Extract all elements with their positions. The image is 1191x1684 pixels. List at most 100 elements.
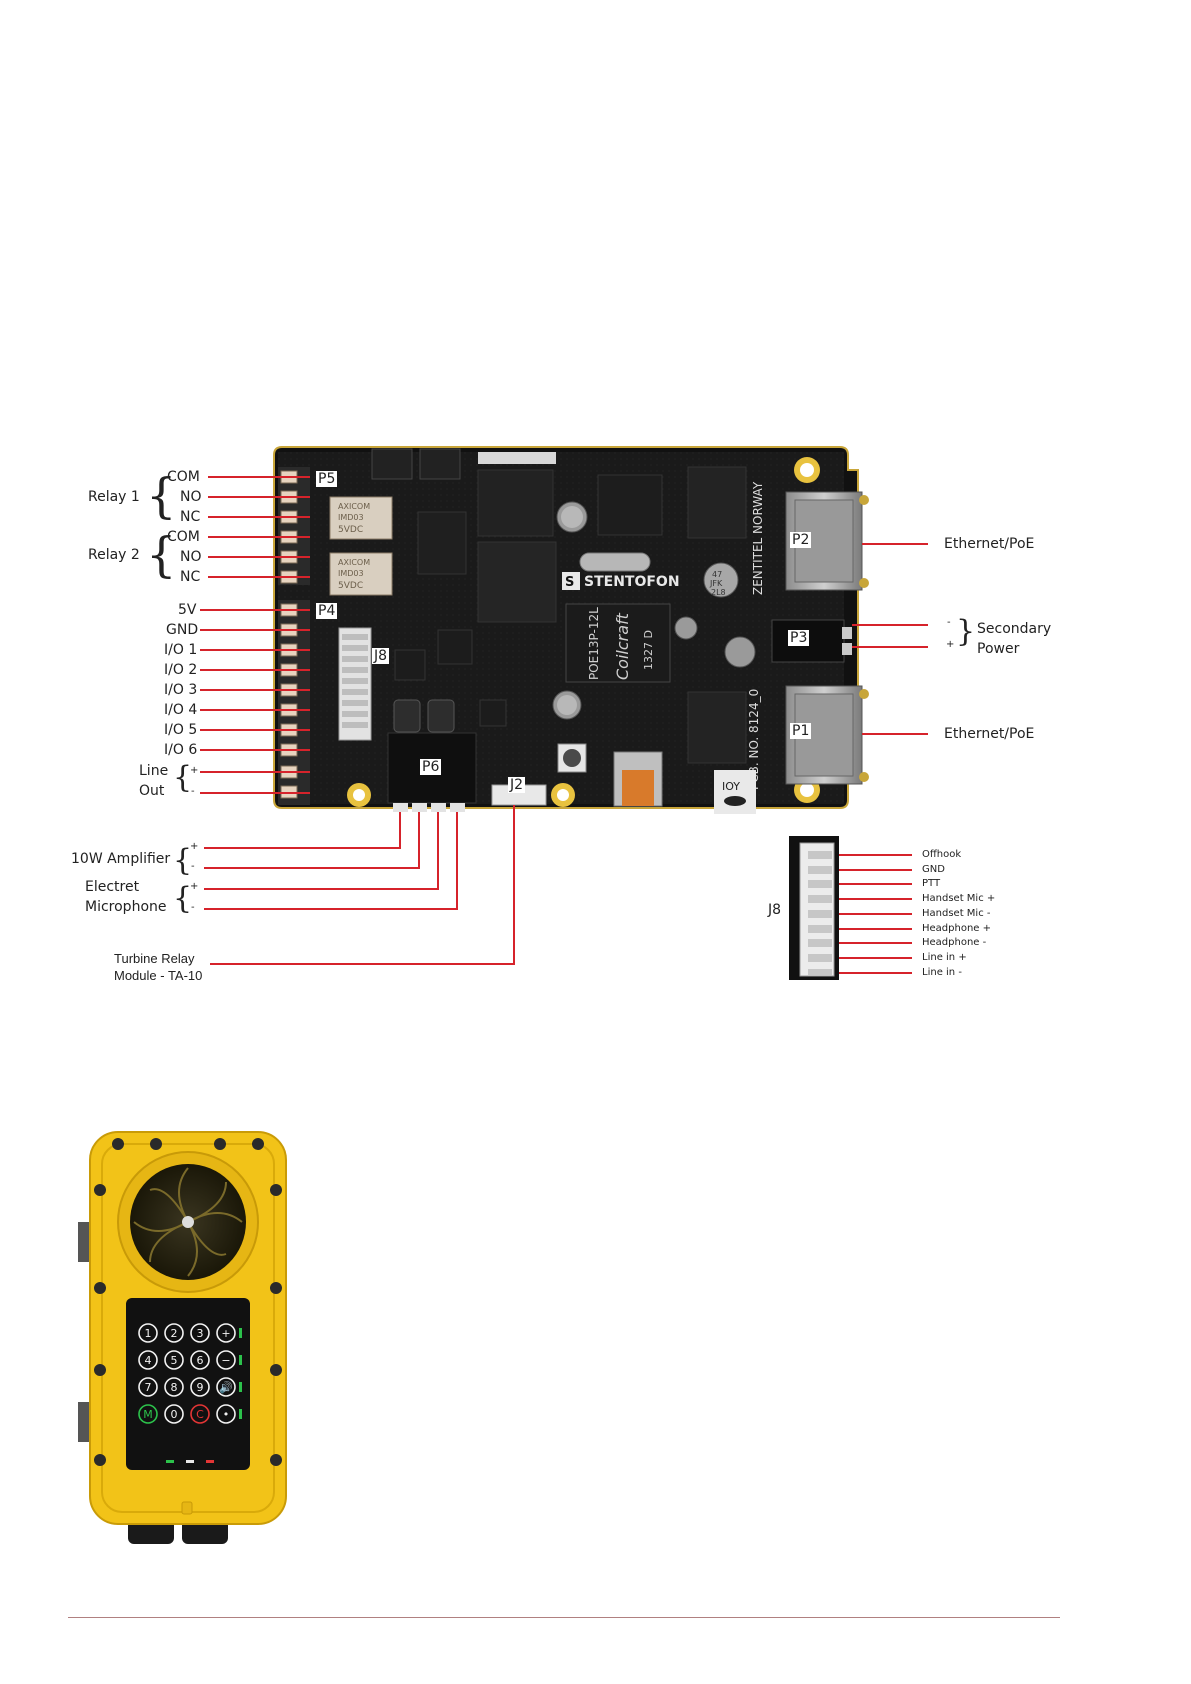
- pin-io5: I/O 5: [164, 722, 198, 738]
- svg-text:5VDC: 5VDC: [338, 525, 363, 535]
- keypad-key: [216, 1377, 236, 1397]
- keypad-key: [216, 1350, 236, 1370]
- connector-j8-board: J8: [372, 648, 390, 664]
- secondary-plus: +: [946, 639, 955, 650]
- secondary-minus: -: [947, 617, 951, 628]
- keypad-key-label: M: [143, 1408, 153, 1421]
- key-led-indicator: [239, 1355, 242, 1365]
- keypad-key-label: 6: [197, 1354, 204, 1367]
- keypad-key-label: 2: [171, 1327, 178, 1340]
- j8-pin-handset-mic-plus: Handset Mic +: [922, 893, 996, 904]
- svg-text:ZENTITEL NORWAY: ZENTITEL NORWAY: [751, 481, 765, 595]
- svg-text:5VDC: 5VDC: [338, 581, 363, 591]
- coilcraft-transformer: POE13P-12L Coilcraft 1327 D: [565, 603, 671, 683]
- keypad-key: [138, 1404, 158, 1424]
- j8-pin-headphone-minus: Headphone -: [922, 937, 987, 948]
- keypad-key: [190, 1323, 210, 1343]
- relay-2-nc: NC: [180, 569, 201, 585]
- ethernet-poe-bottom: Ethernet/PoE: [944, 726, 1035, 742]
- pin-io6: I/O 6: [164, 742, 198, 758]
- keypad-key-label: 0: [171, 1408, 178, 1421]
- svg-text:POE13P-12L: POE13P-12L: [587, 607, 601, 680]
- keypad-key: [164, 1404, 184, 1424]
- connector-p5: P5: [316, 471, 338, 487]
- secondary-power-label-2: Power: [977, 641, 1020, 657]
- relay-1-brace: {: [146, 468, 177, 524]
- keypad-key: [138, 1350, 158, 1370]
- j8-pin-ptt: PTT: [922, 878, 941, 889]
- amplifier-plus: +: [190, 841, 199, 852]
- turbine-label-1: Turbine Relay: [114, 951, 195, 966]
- relay-2-com: COM: [167, 529, 200, 545]
- svg-text:1327 D: 1327 D: [642, 630, 655, 670]
- relay-1-nc: NC: [180, 509, 201, 525]
- svg-text:S: S: [565, 575, 574, 590]
- line-out-brace: {: [173, 760, 193, 795]
- keypad-key: [190, 1377, 210, 1397]
- keypad-key: [164, 1323, 184, 1343]
- j8-pin-line-in-minus: Line in -: [922, 967, 962, 978]
- j8-pin-handset-mic-minus: Handset Mic -: [922, 908, 991, 919]
- key-led-indicator: [239, 1328, 242, 1338]
- svg-text:IMD03: IMD03: [338, 513, 364, 522]
- pin-5v: 5V: [178, 602, 197, 618]
- amplifier-brace: {: [173, 843, 193, 878]
- j8-connector-detail: [789, 836, 839, 980]
- relay-2-label: Relay 2: [88, 547, 140, 563]
- relay-2-brace: {: [146, 527, 177, 583]
- relay-2: AXICOM IMD03 5VDC: [329, 552, 393, 596]
- keypad-key: [138, 1377, 158, 1397]
- keypad-key-label: 🔊: [219, 1380, 233, 1394]
- keypad-key: [164, 1377, 184, 1397]
- footer-divider: [68, 1617, 1060, 1618]
- connector-p1: P1: [790, 723, 812, 739]
- line-out-plus: +: [190, 765, 199, 776]
- keypad-key-label: 3: [197, 1327, 204, 1340]
- pin-io2: I/O 2: [164, 662, 198, 678]
- svg-text:47: 47: [712, 570, 722, 579]
- key-led-indicator: [239, 1382, 242, 1392]
- connector-p2: P2: [790, 532, 812, 548]
- line-out-minus: -: [191, 786, 195, 797]
- electret-brace: {: [173, 881, 193, 916]
- turbine-label-2: Module - TA-10: [114, 968, 203, 983]
- electret-label-1: Electret: [85, 879, 140, 895]
- line-out-label-1: Line: [139, 763, 169, 779]
- pin-io4: I/O 4: [164, 702, 198, 718]
- svg-text:STENTOFON: STENTOFON: [584, 574, 680, 590]
- j8-pin-headphone-plus: Headphone +: [922, 923, 991, 934]
- keypad-key-label: +: [221, 1327, 230, 1340]
- svg-text:IOY: IOY: [722, 780, 740, 793]
- relay-1-com: COM: [167, 469, 200, 485]
- keypad-key-label: 7: [145, 1381, 152, 1394]
- keypad-key-label: 5: [171, 1354, 178, 1367]
- relay-1: AXICOM IMD03 5VDC: [329, 496, 393, 540]
- svg-text:AXICOM: AXICOM: [338, 558, 370, 567]
- ethernet-poe-top: Ethernet/PoE: [944, 536, 1035, 552]
- svg-text:2L8: 2L8: [711, 588, 726, 597]
- svg-text:JFK: JFK: [709, 579, 723, 588]
- electret-plus: +: [190, 881, 199, 892]
- secondary-power-label-1: Secondary: [977, 621, 1052, 637]
- line-out-label-2: Out: [139, 783, 165, 799]
- pin-gnd: GND: [166, 622, 199, 638]
- connector-j2: J2: [508, 777, 526, 793]
- svg-text:AXICOM: AXICOM: [338, 502, 370, 511]
- j8-detail-label: J8: [768, 902, 782, 918]
- keypad-key: [216, 1323, 236, 1343]
- relay-1-no: NO: [180, 489, 202, 505]
- pin-io3: I/O 3: [164, 682, 198, 698]
- connector-p4: P4: [316, 603, 338, 619]
- j8-pin-gnd: GND: [922, 864, 945, 875]
- connector-p6: P6: [420, 759, 442, 775]
- keypad-key: [190, 1350, 210, 1370]
- keypad-key: [138, 1323, 158, 1343]
- svg-text:PCB. NO. 8124_0: PCB. NO. 8124_0: [747, 689, 761, 790]
- svg-text:IMD03: IMD03: [338, 569, 364, 578]
- amplifier-minus: -: [191, 861, 195, 872]
- electret-minus: -: [191, 902, 195, 913]
- electret-label-2: Microphone: [85, 899, 167, 915]
